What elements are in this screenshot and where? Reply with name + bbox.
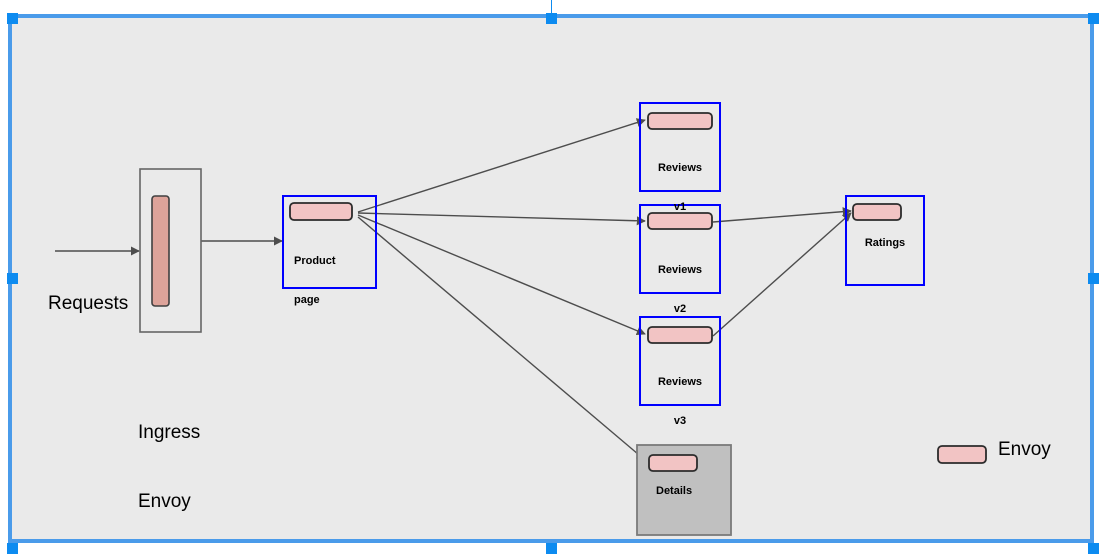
node-product-page <box>282 195 377 289</box>
ingress-envoy-bar[interactable] <box>151 195 170 307</box>
edge-productpage-to-details <box>357 216 646 461</box>
legend-envoy-label: Envoy <box>998 439 1051 460</box>
edge-productpage-to-reviews-v3 <box>357 214 646 336</box>
reviews-v1-label: Reviews v1 <box>640 136 720 240</box>
reviews-v2-envoy-bar[interactable] <box>647 212 713 230</box>
edge-reviews-v3-to-ratings <box>712 212 852 337</box>
node-reviews-v3 <box>639 316 721 406</box>
product-page-label-line2: page <box>294 294 320 306</box>
reviews-v1-label-line2: v1 <box>673 201 687 213</box>
ingress-envoy-group <box>139 168 202 333</box>
node-ratings <box>845 195 925 286</box>
details-envoy-bar[interactable] <box>648 454 698 472</box>
reviews-v1-box[interactable] <box>639 102 721 192</box>
ratings-label: Ratings <box>864 237 906 249</box>
reviews-v3-label: Reviews v3 <box>640 350 720 454</box>
product-page-label: Product page <box>294 229 336 333</box>
reviews-v3-envoy-bar[interactable] <box>647 326 713 344</box>
product-page-envoy-bar[interactable] <box>289 202 353 221</box>
reviews-v2-box[interactable] <box>639 204 721 294</box>
details-label: Details <box>656 485 693 497</box>
requests-label: Requests <box>48 293 129 314</box>
legend-envoy-swatch <box>937 445 987 464</box>
diagram-canvas[interactable] <box>8 14 1094 543</box>
ratings-box[interactable] <box>845 195 925 286</box>
reviews-v3-box[interactable] <box>639 316 721 406</box>
ingress-envoy-box[interactable] <box>139 168 202 333</box>
reviews-v1-envoy-bar[interactable] <box>647 112 713 130</box>
reviews-v2-label-line2: v2 <box>673 303 687 315</box>
product-page-box[interactable] <box>282 195 377 289</box>
node-reviews-v1 <box>639 102 721 192</box>
edge-layer <box>55 118 852 461</box>
rotation-handle-stem[interactable] <box>551 0 552 13</box>
product-page-label-line1: Product <box>294 255 336 267</box>
reviews-v1-label-line1: Reviews <box>657 162 703 174</box>
ingress-envoy-label-line1: Ingress <box>138 422 201 443</box>
reviews-v2-label-line1: Reviews <box>657 264 703 276</box>
ratings-envoy-bar[interactable] <box>852 203 902 221</box>
node-reviews-v2 <box>639 204 721 294</box>
edge-productpage-to-reviews-v1 <box>357 118 646 213</box>
ingress-envoy-label-line2: Envoy <box>138 491 191 512</box>
edge-reviews-v2-to-ratings <box>712 207 852 223</box>
ingress-envoy-label: Ingress Envoy <box>138 375 200 556</box>
edge-productpage-to-reviews-v2 <box>357 212 646 226</box>
reviews-v3-label-line1: Reviews <box>657 376 703 388</box>
node-details <box>636 444 732 536</box>
reviews-v2-label: Reviews v2 <box>640 238 720 342</box>
reviews-v3-label-line2: v3 <box>673 415 687 427</box>
